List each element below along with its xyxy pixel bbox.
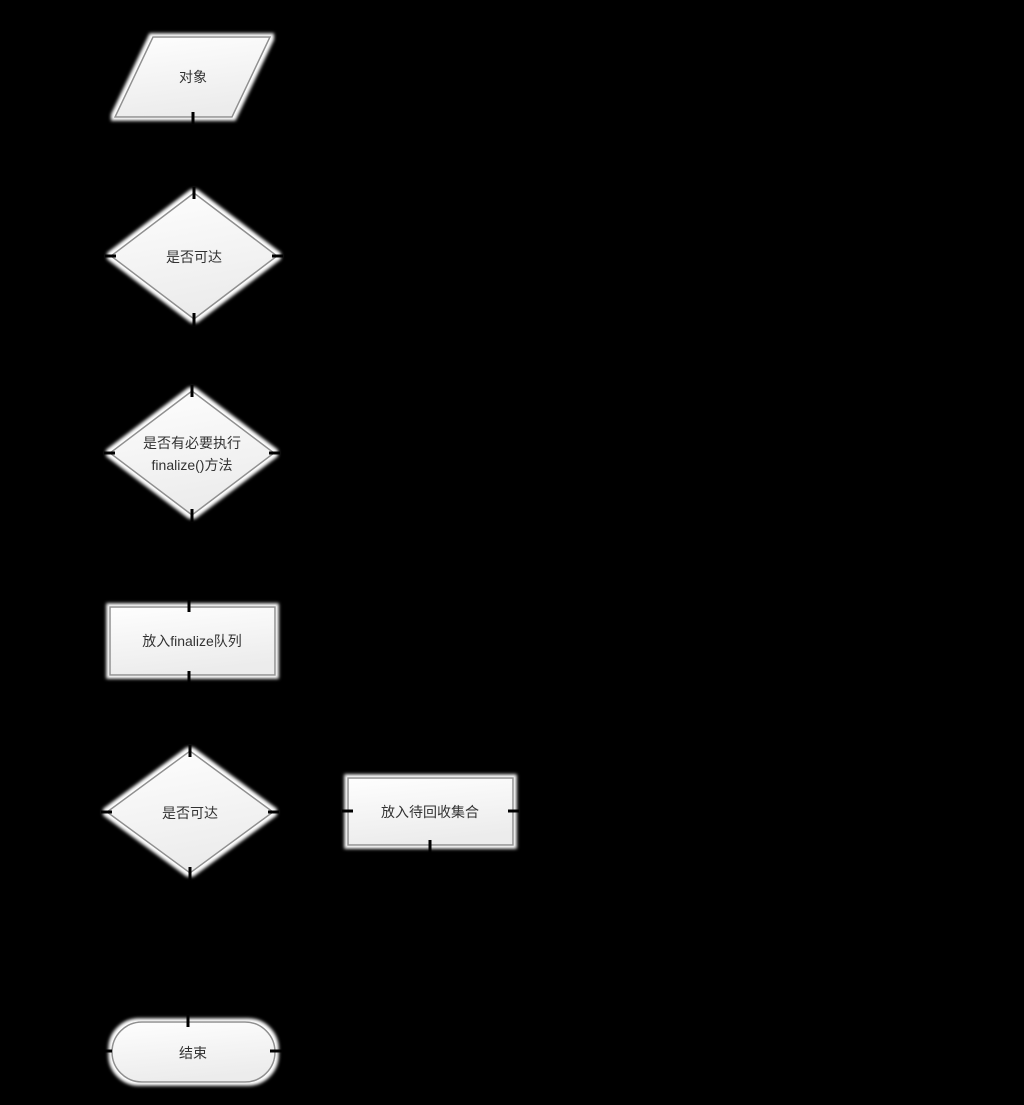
node-label-line2: finalize()方法: [152, 457, 233, 473]
process-shape: [347, 777, 514, 846]
node-finalize-check: 是否有必要执行 finalize()方法: [108, 390, 276, 516]
process-shape: [109, 606, 276, 676]
node-label: 结束: [179, 1045, 207, 1061]
connector-stubs: [100, 112, 519, 1053]
node-label: 放入finalize队列: [142, 633, 242, 649]
node-label: 是否可达: [166, 249, 222, 265]
node-label: 放入待回收集合: [381, 804, 479, 820]
node-label: 对象: [179, 69, 207, 85]
node-end: 结束: [111, 1021, 276, 1083]
node-label-line1: 是否有必要执行: [143, 435, 241, 451]
node-reachable-check-2: 是否可达: [105, 750, 275, 874]
node-finalize-queue: 放入finalize队列: [109, 606, 276, 676]
node-label: 是否可达: [162, 805, 218, 821]
parallelogram-shape: [113, 36, 272, 118]
node-start: 对象: [113, 36, 272, 118]
node-recycle-set: 放入待回收集合: [347, 777, 514, 846]
